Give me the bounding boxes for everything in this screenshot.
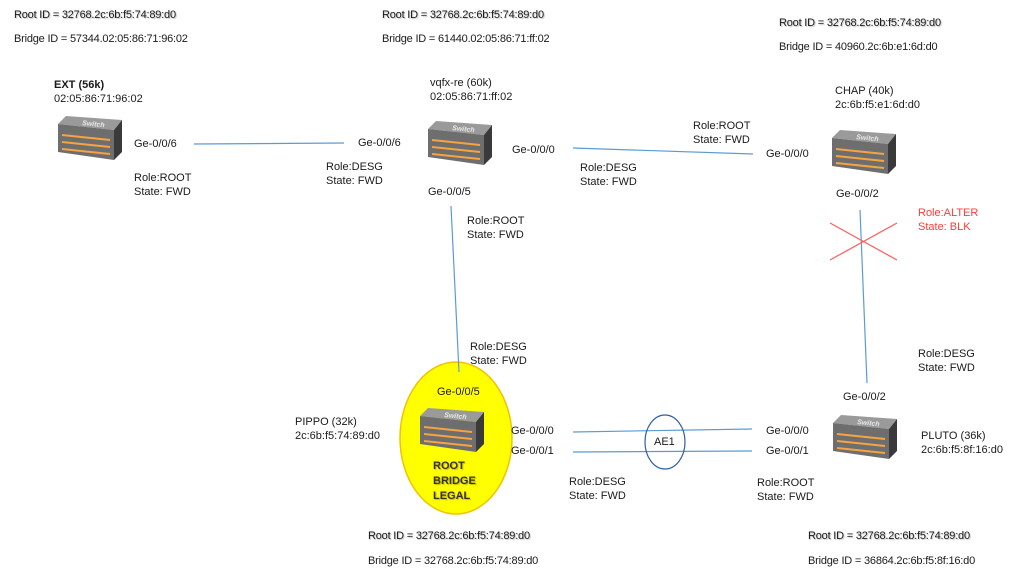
port-state-pippo-ae1: Role:DESG State: FWD (569, 475, 626, 503)
port-state-pluto-ae1: Role:ROOT State: FWD (757, 476, 814, 504)
svg-text:Switch: Switch (82, 120, 105, 129)
role-label: Role:ROOT (757, 477, 815, 489)
role-label: Role:DESG (470, 341, 527, 353)
role-label: Role:DESG (918, 348, 975, 360)
port-chap-ge000[interactable]: Ge-0/0/0 (766, 148, 809, 160)
ext-mac: 02:05:86:71:96:02 (54, 93, 143, 105)
vqfx-mac: 02:05:86:71:ff:02 (430, 91, 513, 103)
port-pippo-ge005[interactable]: Ge-0/0/5 (437, 386, 480, 398)
badge-line: BRIDGE (433, 475, 476, 487)
state-label: State: FWD (470, 355, 527, 367)
state-label: State: FWD (569, 490, 626, 502)
ext-name: EXT (56k) (54, 79, 105, 91)
state-label: State: BLK (918, 221, 971, 233)
svg-text:Switch: Switch (856, 134, 879, 143)
blocked-x-mark (829, 222, 898, 261)
svg-text:Switch: Switch (857, 419, 880, 428)
ae1-lag-ellipse[interactable] (644, 414, 686, 470)
port-state-chap-ge000: Role:ROOT State: FWD (693, 119, 750, 147)
vqfx-bridge-id: Bridge ID = 61440.02:05:86:71:ff:02 (382, 33, 550, 45)
role-label: Role:ROOT (693, 120, 751, 132)
role-label: Role:DESG (580, 162, 637, 174)
port-ext-ge006[interactable]: Ge-0/0/6 (134, 138, 177, 150)
role-label: Role:ROOT (467, 215, 525, 227)
port-state-vqfx-ge000: Role:DESG State: FWD (580, 161, 637, 189)
port-pluto-ge000[interactable]: Ge-0/0/0 (766, 425, 809, 437)
role-label: Role:DESG (569, 476, 626, 488)
port-state-pippo-ge005: Role:DESG State: FWD (470, 340, 527, 368)
ext-bridge-id: Bridge ID = 57344.02:05:86:71:96:02 (14, 33, 188, 45)
ext-label: EXT (56k) 02:05:86:71:96:02 (54, 78, 143, 106)
role-label: Role:ROOT (134, 172, 192, 184)
vqfx-root-id: Root ID = 32768.2c:6b:f5:74:89:d0 (382, 9, 544, 21)
chap-bridge-id: Bridge ID = 40960.2c:6b:e1:6d:d0 (779, 41, 938, 53)
port-vqfx-ge005[interactable]: Ge-0/0/5 (428, 186, 471, 198)
badge-line: ROOT (433, 460, 465, 472)
port-vqfx-ge000[interactable]: Ge-0/0/0 (512, 144, 555, 156)
pluto-label: PLUTO (36k) 2c:6b:f5:8f:16:d0 (921, 429, 1003, 457)
port-pluto-ge001[interactable]: Ge-0/0/1 (766, 445, 809, 457)
ext-root-id: Root ID = 32768.2c:6b:f5:74:89:d0 (14, 9, 176, 21)
ae1-label: AE1 (654, 436, 675, 448)
vqfx-label: vqfx-re (60k) 02:05:86:71:ff:02 (430, 76, 512, 104)
pluto-root-id: Root ID = 32768.2c:6b:f5:74:89:d0 (808, 530, 970, 542)
link-pippo-pluto-ge000[interactable] (572, 428, 753, 433)
port-pluto-ge002[interactable]: Ge-0/0/2 (843, 391, 886, 403)
role-label: Role:DESG (326, 161, 383, 173)
chap-label: CHAP (40k) 2c:6b:f5:e1:6d:d0 (835, 84, 920, 112)
port-chap-ge002[interactable]: Ge-0/0/2 (836, 188, 879, 200)
pippo-bridge-id: Bridge ID = 32768.2c:6b:f5:74:89:d0 (368, 555, 539, 567)
root-bridge-badge: ROOT BRIDGE LEGAL (433, 459, 476, 504)
role-label: Role:ALTER (918, 207, 979, 219)
link-vqfx-chap[interactable] (572, 147, 754, 155)
port-state-pluto-ge002: Role:DESG State: FWD (918, 347, 975, 375)
pippo-mac: 2c:6b:f5:74:89:d0 (295, 430, 381, 442)
port-state-ext-ge006: Role:ROOT State: FWD (134, 171, 191, 199)
port-state-vqfx-ge006: Role:DESG State: FWD (326, 160, 383, 188)
svg-text:Switch: Switch (444, 412, 467, 421)
state-label: State: FWD (757, 491, 814, 503)
pluto-mac: 2c:6b:f5:8f:16:d0 (921, 444, 1003, 456)
pippo-name: PIPPO (32k) (295, 416, 357, 428)
state-label: State: FWD (326, 175, 383, 187)
switch-icon-chap[interactable]: Switch (828, 130, 896, 174)
port-state-vqfx-ge005: Role:ROOT State: FWD (467, 214, 524, 242)
link-chap-pluto[interactable] (859, 209, 868, 384)
port-vqfx-ge006[interactable]: Ge-0/0/6 (358, 137, 401, 149)
state-label: State: FWD (693, 134, 750, 146)
switch-icon-pippo[interactable]: Switch (416, 408, 484, 452)
port-state-chap-ge002: Role:ALTER State: BLK (918, 206, 978, 234)
state-label: State: FWD (467, 229, 524, 241)
svg-text:Switch: Switch (452, 125, 475, 134)
badge-line: LEGAL (433, 490, 471, 502)
port-pippo-ge000[interactable]: Ge-0/0/0 (511, 425, 554, 437)
chap-name: CHAP (40k) (835, 85, 894, 97)
port-pippo-ge001[interactable]: Ge-0/0/1 (511, 445, 554, 457)
state-label: State: FWD (918, 362, 975, 374)
switch-icon-vqfx[interactable]: Switch (424, 121, 492, 165)
vqfx-name: vqfx-re (60k) (430, 77, 492, 89)
state-label: State: FWD (134, 186, 191, 198)
link-pippo-pluto-ge001[interactable] (572, 450, 753, 453)
chap-mac: 2c:6b:f5:e1:6d:d0 (835, 99, 921, 111)
state-label: State: FWD (580, 176, 637, 188)
chap-root-id: Root ID = 32768.2c:6b:f5:74:89:d0 (779, 17, 941, 29)
switch-icon-ext[interactable]: Switch (54, 116, 122, 160)
link-ext-vqfx[interactable] (193, 142, 345, 145)
pippo-label: PIPPO (32k) 2c:6b:f5:74:89:d0 (295, 415, 380, 443)
pluto-name: PLUTO (36k) (921, 430, 986, 442)
switch-icon-pluto[interactable]: Switch (829, 415, 897, 459)
link-vqfx-pippo[interactable] (450, 205, 460, 373)
pippo-root-id: Root ID = 32768.2c:6b:f5:74:89:d0 (368, 530, 530, 542)
pluto-bridge-id: Bridge ID = 36864.2c:6b:f5:8f:16:d0 (808, 555, 975, 567)
